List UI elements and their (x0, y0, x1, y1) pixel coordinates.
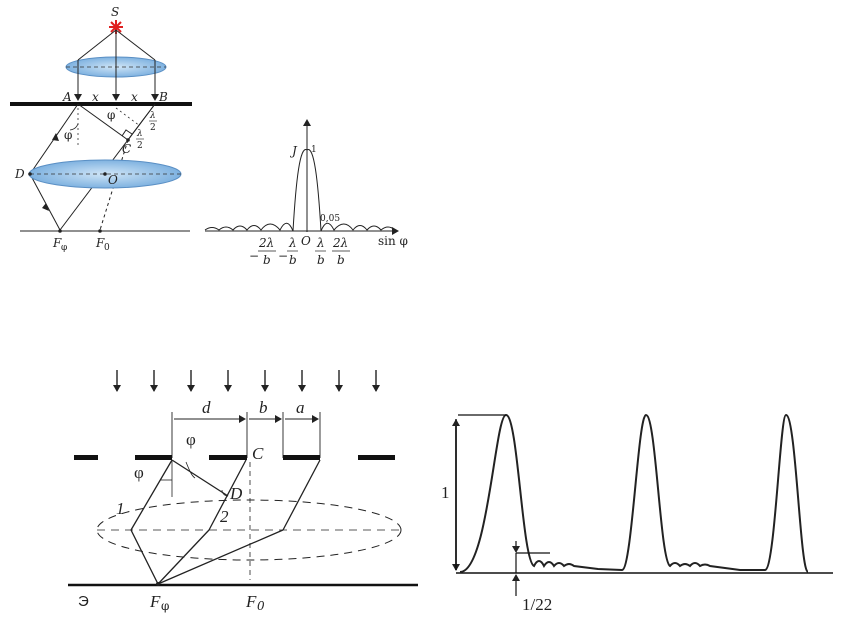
grating-focus-phi-sub: φ (161, 599, 169, 613)
focus-phi-sub: φ (61, 243, 67, 253)
half-width-left: x (92, 90, 99, 104)
x-label: sin φ (378, 234, 408, 248)
grating-focus-phi: F (149, 592, 161, 611)
point-b-label: B (158, 90, 168, 104)
half-width-right: x (131, 90, 138, 104)
slit-label: a (296, 398, 305, 417)
point-o-label: O (108, 173, 118, 187)
gap-label: b (259, 398, 268, 417)
grating-bars (74, 455, 395, 460)
peak-label: 1 (441, 483, 450, 502)
point-c-label: C (122, 142, 131, 156)
grating-diagram: d b a C φ φ (68, 370, 418, 613)
svg-text:2λ: 2λ (258, 236, 274, 250)
half-lambda-num: λ (149, 111, 156, 121)
svg-text:λ: λ (316, 236, 325, 250)
half-lambda-den: 2 (150, 123, 156, 133)
half-lambda2-num: λ (136, 129, 143, 139)
ray-1-label: 1 (116, 499, 125, 518)
grating-graph: 1 1/22 (441, 413, 833, 614)
point-c-label: C (252, 444, 264, 463)
svg-text:b: b (317, 253, 325, 267)
single-slit-diagram: S A B x x φ φ (10, 5, 192, 253)
grating-intensity-curve (459, 413, 809, 573)
point-d-label: D (229, 484, 243, 503)
y-label: J (289, 144, 298, 158)
grating-angle-top: φ (186, 430, 196, 449)
svg-text:λ: λ (288, 236, 297, 250)
svg-text:−: − (278, 249, 288, 263)
tick-label-4: 2λ b (332, 236, 350, 267)
svg-text:2λ: 2λ (332, 236, 348, 250)
tick-label-1: − 2λ b (249, 236, 276, 267)
point-d-label: D (14, 167, 25, 181)
secondary-label: 1/22 (522, 595, 552, 614)
source-rays (74, 29, 159, 101)
grating-focus-zero: F (245, 592, 257, 611)
dimension-marks (171, 412, 321, 458)
angle-top: φ (107, 108, 115, 122)
svg-text:b: b (337, 253, 345, 267)
svg-text:−: − (249, 249, 259, 263)
tick-label-2: − λ b (278, 236, 298, 267)
focus-phi: F (52, 236, 62, 250)
screen-label: Э (78, 593, 89, 610)
point-a-label: A (62, 90, 72, 104)
svg-text:b: b (289, 253, 297, 267)
source-label: S (111, 5, 119, 19)
origin-label: O (301, 234, 311, 248)
half-lambda2-den: 2 (137, 141, 143, 151)
angle-left-arc (69, 123, 79, 131)
period-label: d (202, 398, 211, 417)
angle-left: φ (64, 128, 72, 142)
grating-rays (130, 459, 321, 585)
tick-label-3: λ b (315, 236, 326, 267)
ray-2-label: 2 (220, 507, 229, 526)
intensity-curve (204, 149, 396, 232)
inner-dashed (115, 107, 141, 127)
side-max-label: 0,05 (320, 214, 340, 224)
focus-zero-sub: 0 (104, 243, 110, 253)
single-slit-graph: J 1 O sin φ 0,05 − 2λ b − λ b λ b 2λ b (204, 119, 408, 267)
incident-arrows (113, 370, 380, 392)
svg-text:b: b (263, 253, 271, 267)
grating-focus-zero-sub: 0 (257, 599, 265, 613)
grating-lens (96, 499, 402, 561)
peak-value: 1 (311, 145, 317, 155)
grating-angle-left: φ (134, 463, 144, 482)
focus-zero: F (95, 236, 105, 250)
